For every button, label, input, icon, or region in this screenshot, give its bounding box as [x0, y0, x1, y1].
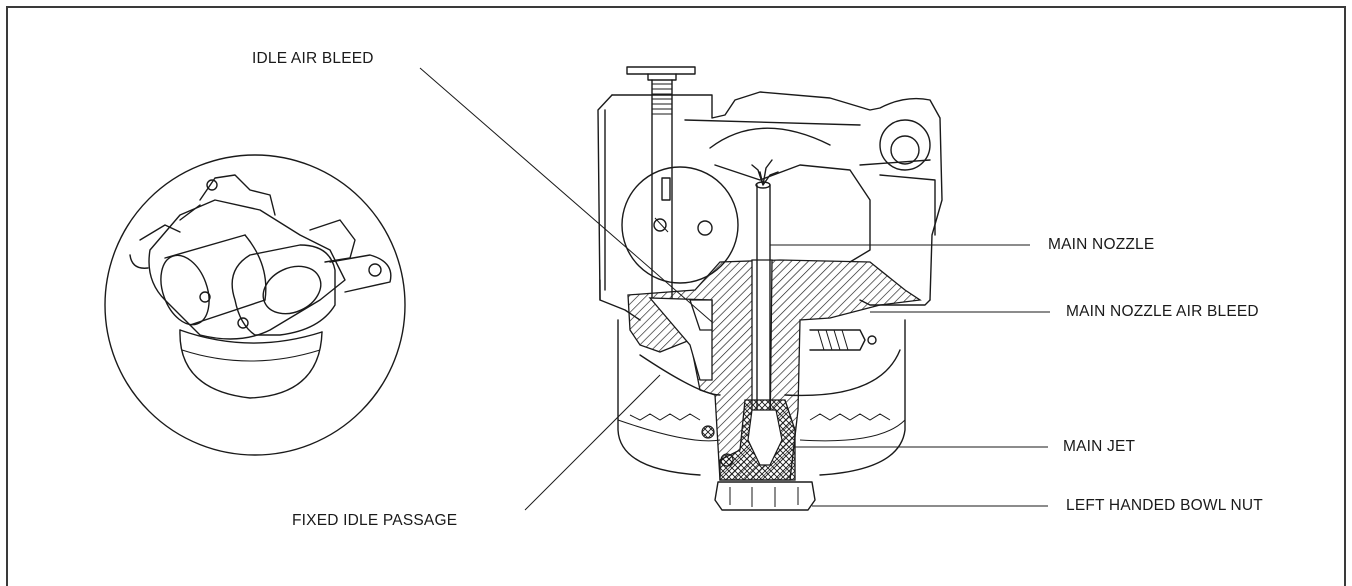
leader-fixed-idle-passage: [524, 374, 661, 511]
label-idle-air-bleed: IDLE AIR BLEED: [252, 50, 374, 67]
label-main-nozzle-air-bleed: MAIN NOZZLE AIR BLEED: [1066, 303, 1259, 320]
leader-lines: [419, 67, 1050, 511]
leader-idle-air-bleed: [419, 67, 713, 323]
label-main-nozzle: MAIN NOZZLE: [1048, 236, 1155, 253]
label-left-handed-bowl-nut: LEFT HANDED BOWL NUT: [1066, 497, 1263, 514]
label-fixed-idle-passage: FIXED IDLE PASSAGE: [292, 512, 458, 529]
inset-carburetor-view: [104, 154, 406, 456]
figure-frame: [6, 6, 1346, 586]
carburetor-cutaway: [597, 66, 943, 511]
label-main-jet: MAIN JET: [1063, 438, 1136, 455]
